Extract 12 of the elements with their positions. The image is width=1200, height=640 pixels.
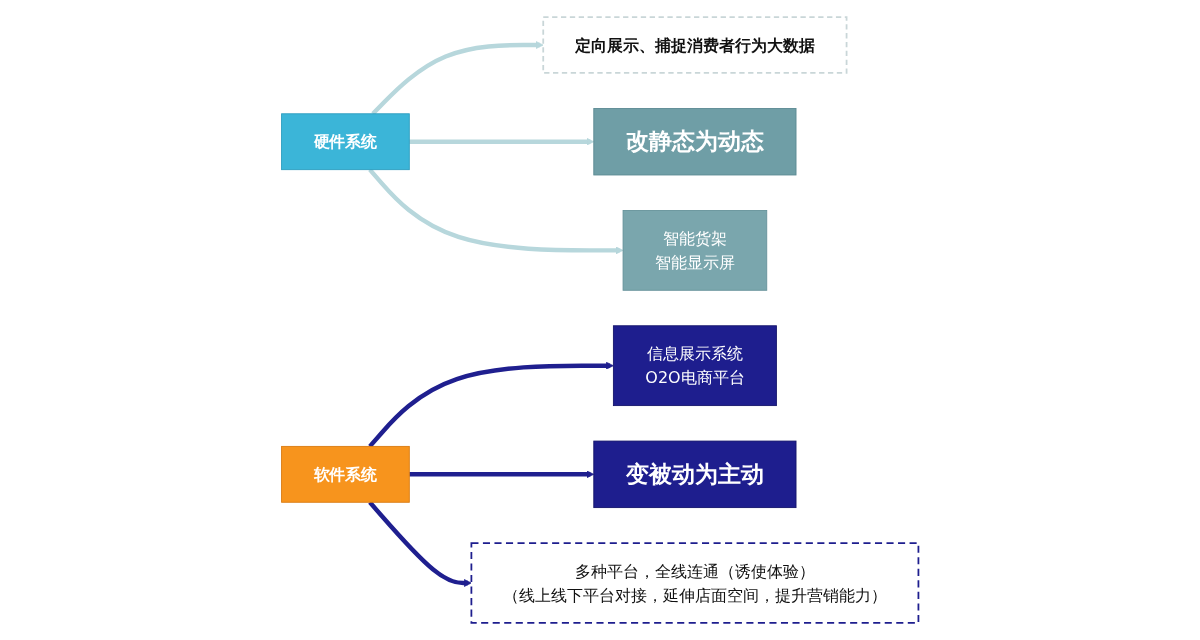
node-box: 软件系统 [281, 445, 410, 503]
node-box: 硬件系统 [281, 113, 410, 171]
node-box: 智能货架 智能显示屏 [622, 210, 768, 291]
node-box: 多种平台，全线连通（诱使体验） （线上线下平台对接，延伸店面空间，提升营销能力） [470, 542, 920, 624]
arrow [409, 470, 595, 479]
node-box: 信息展示系统 O2O电商平台 [612, 325, 777, 407]
arrow [409, 137, 595, 146]
arrow [368, 168, 624, 255]
arrow [368, 361, 614, 448]
node-box: 变被动为主动 [593, 440, 797, 509]
node-box: 改静态为动态 [593, 108, 797, 176]
node-box: 定向展示、捕捉消费者行为大数据 [542, 16, 848, 74]
